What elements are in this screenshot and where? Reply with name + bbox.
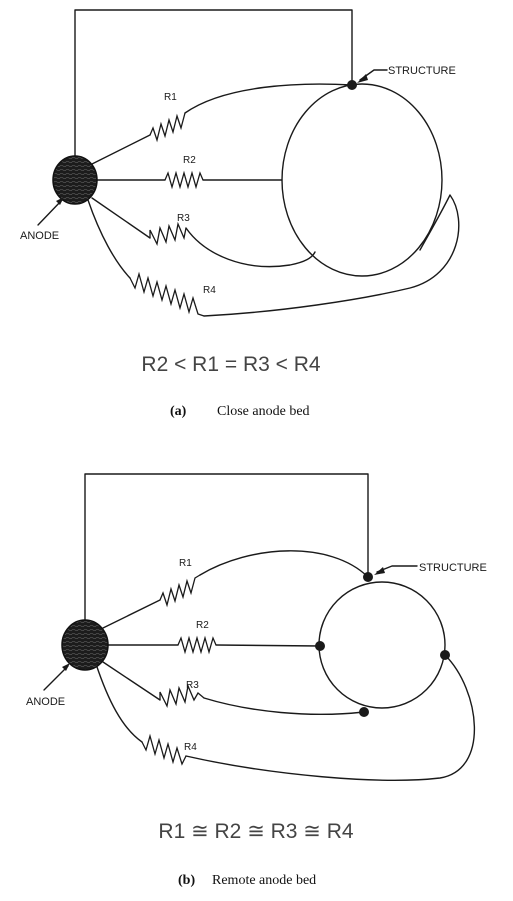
panel-b-r1-wire [102,599,161,629]
panel-a-r2-resistor [164,170,204,190]
panel-b-anode [61,619,109,671]
panel-a-r3-wire [91,197,151,239]
panel-a-r4-wire [87,199,131,279]
panel-a-equation: R2 < R1 = R3 < R4 [141,353,320,376]
panel-b-r4-wire [95,663,143,743]
panel-b-r1-label: R1 [179,558,192,569]
panel-a-structure-arrowhead [357,74,368,83]
panel-b-anode-label: ANODE [26,696,65,708]
panel-a-r4-resistor [129,271,205,317]
panel-b-r4-label: R4 [184,742,197,753]
panel-a-anode-label: ANODE [20,230,59,242]
panel-b-anode-arrowhead [62,663,70,671]
panel-b-r2-label: R2 [196,620,209,631]
panel-a-structure-label: STRUCTURE [388,65,456,77]
panel-a-r3-resistor [149,221,187,247]
panel-b-structure-label: STRUCTURE [419,562,487,574]
panel-b-structure-arrowhead [374,567,385,575]
panel-a-r3-wire-out [185,227,316,268]
panel-b: ANODE STRUCTURE R1 R2 R3 R4 R1 ≅ R2 ≅ R3… [26,473,487,888]
panel-b-r2-wire-out [215,644,321,647]
panel-b-r3-wire-out [203,697,365,715]
panel-b-r1-wire-out [199,550,369,578]
panel-b-structure-circle [318,581,446,709]
panel-a-return-wire [74,9,353,163]
panel-a-r4-label: R4 [203,285,216,296]
panel-a: ANODE STRUCTURE R1 R2 R3 R4 R2 < R1 = R3… [20,9,460,419]
panel-b-equation: R1 ≅ R2 ≅ R3 ≅ R4 [158,820,353,843]
panel-b-r2-resistor [177,635,217,655]
panel-a-r4-wire-out [203,194,460,317]
panel-b-r3-wire [102,661,161,701]
panel-a-r2-label: R2 [183,155,196,166]
panel-a-structure-circle [281,83,443,277]
panel-a-caption: Close anode bed [217,404,310,419]
panel-b-r3-label: R3 [186,680,199,691]
panel-b-r1-resistor [159,574,201,608]
panel-b-r4-wire-out [185,654,476,781]
panel-a-r3-label: R3 [177,213,190,224]
panel-b-return-wire [84,473,369,623]
panel-a-r1-wire-out [184,83,353,114]
panel-a-r1-resistor [149,112,186,143]
panel-a-anode-arrowhead [56,197,64,205]
panel-b-caption: Remote anode bed [212,873,316,888]
panel-a-r1-wire [91,134,151,165]
panel-b-r3-resistor [159,683,205,709]
panel-a-r1-label: R1 [164,92,177,103]
panel-b-caption-tag: (b) [178,873,195,888]
panel-a-caption-tag: (a) [170,404,187,419]
panel-a-anode [52,155,98,205]
panel-b-r4-resistor [141,733,187,766]
panel-a-anode-arrow [37,199,63,226]
panel-b-anode-arrow [43,665,69,691]
